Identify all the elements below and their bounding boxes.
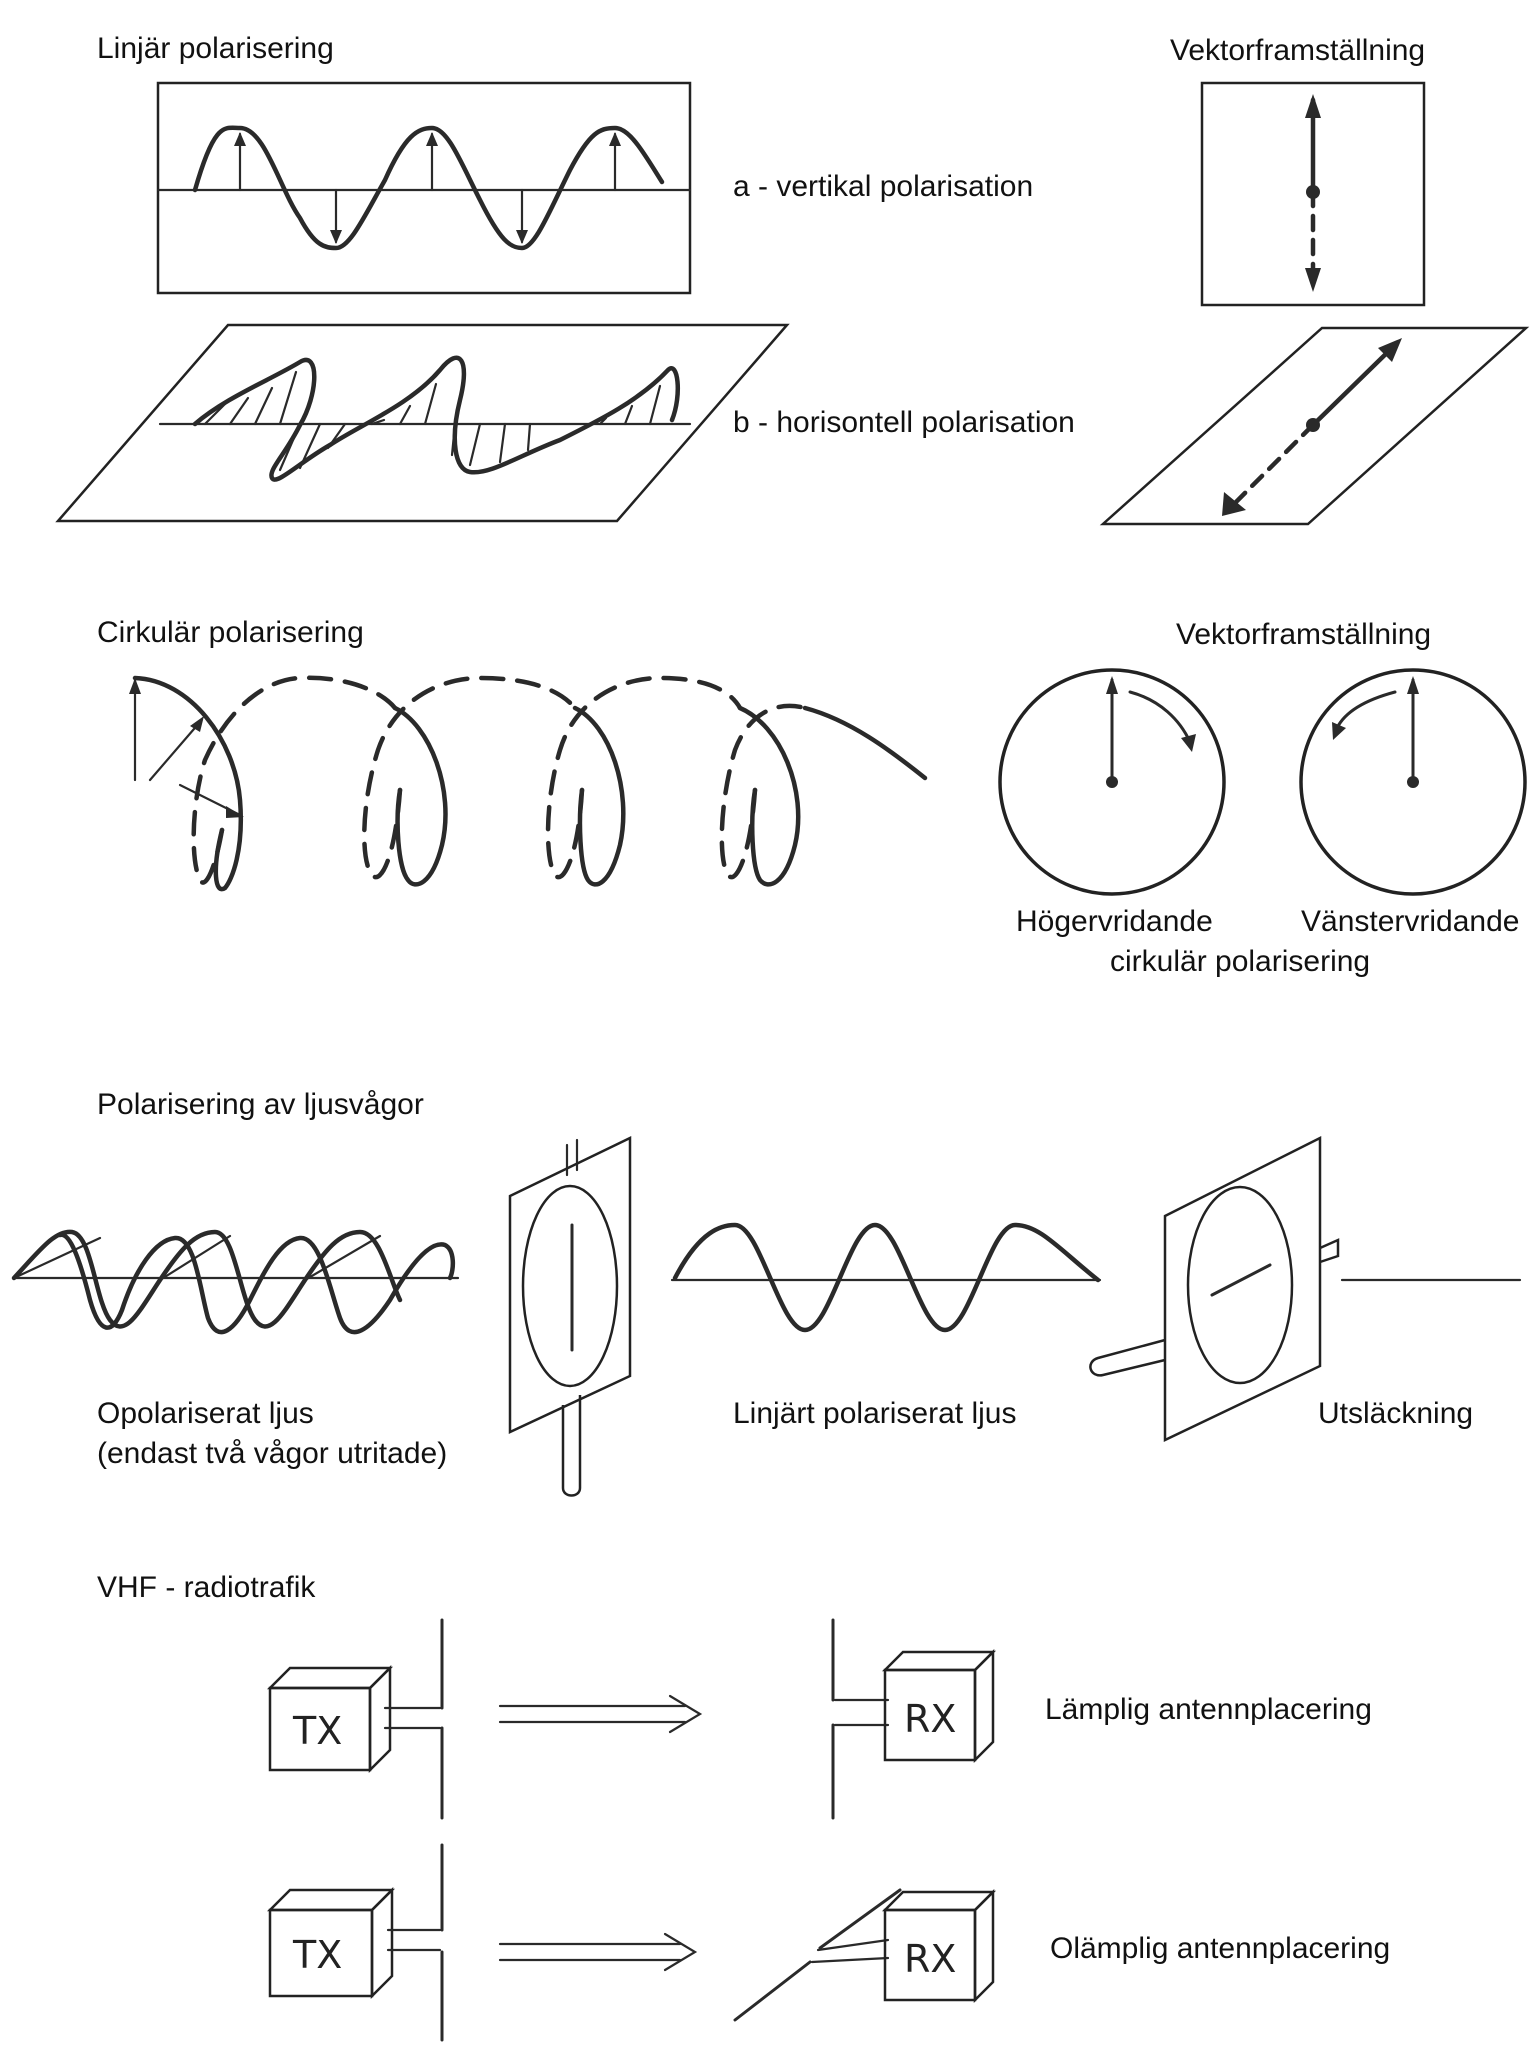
tx-label: TX [292,1709,342,1753]
horizontal-polarization-label: b - horisontell polarisation [733,406,1075,439]
vertical-vector-figure [1200,81,1426,307]
arrowhead-back-icon [1222,492,1246,516]
linear-polarized-light-figure [670,1222,1102,1333]
transmission-arrow-2 [498,1932,698,1972]
arrowhead-down-icon [1305,268,1321,292]
unpolarized-wave-1 [11,1229,403,1329]
right-hand-rotation-arrowhead-icon [1181,734,1196,752]
rx-antenna-tilted-bottom [733,1960,812,2022]
vhf-good-setup: TX RX [266,1618,997,1820]
rx-box-1: RX [881,1648,997,1764]
arrowhead-up-icon [1305,94,1321,118]
horizontal-polarization-figure [55,323,790,523]
horizontal-vector-forward [1310,342,1398,428]
helix-solid-segments [132,675,928,892]
vertical-frame [156,81,692,295]
vertical-field-arrows [234,132,621,244]
vertical-polarizer-plate [508,1136,632,1434]
left-hand-rotation-arrowhead-icon [1332,722,1346,740]
horizontal-hatching [203,370,662,472]
right-hand-circle [998,668,1226,896]
right-hand-label: Högervridande [1016,905,1213,938]
linear-vector-title: Vektorframställning [1170,34,1426,67]
left-hand-vector-figure [1299,668,1527,896]
circular-vector-title: Vektorframställning [1176,618,1432,651]
unpolarized-note: (endast två vågor utritade) [97,1437,448,1470]
helix-arrowhead-diagonal-icon [190,716,204,732]
vhf-title: VHF - radiotrafik [97,1571,316,1604]
left-hand-origin [1407,776,1419,788]
circular-helix-figure [129,675,928,892]
linearly-polarized-label: Linjärt polariserat ljus [733,1397,1017,1430]
horizontal-plane [55,323,790,523]
helix-dashed-segments [191,675,808,885]
vertical-vector-frame [1200,81,1426,307]
linear-light-wave [672,1222,1101,1333]
arrowhead-forward-icon [1378,338,1402,362]
rx-label-2: RX [904,1937,956,1981]
horizontal-wave [192,355,680,482]
vhf-bad-setup: TX RX [266,1843,997,2042]
helix-arrowhead-up-icon [129,678,141,694]
tx-label-2: TX [292,1933,342,1977]
circular-caption: cirkulär polarisering [1110,945,1371,978]
horizontal-polarizer-handle-back [1319,1238,1340,1264]
extinction-label: Utsläckning [1318,1397,1474,1430]
tx-box-2: TX [266,1886,396,2000]
vertical-wave [192,125,665,251]
right-hand-vector-figure [998,668,1226,896]
left-hand-circle [1299,668,1527,896]
transmission-arrow-1 [498,1694,703,1734]
horizontal-vector-plane [1099,326,1530,526]
horizontal-vector-back [1229,422,1316,509]
tx-box-1: TX [266,1664,394,1774]
light-polarization-title: Polarisering av ljusvågor [97,1088,424,1121]
unpolarized-label: Opolariserat ljus [97,1397,314,1430]
vertical-vector-origin [1306,185,1320,199]
suitable-placement-label: Lämplig antennplacering [1045,1693,1372,1726]
horizontal-vector-figure [1099,326,1530,526]
vertical-polarizer-handle [561,1395,582,1497]
right-hand-rotation-arrow [1128,690,1192,744]
horizontal-vector-origin [1306,418,1320,432]
helix-arrowhead-right-icon [226,806,244,818]
vertical-polarizer-figure [508,1136,632,1497]
circular-polarization-title: Cirkulär polarisering [97,616,364,649]
left-hand-rotation-arrow [1335,690,1397,730]
horizontal-polarizer-figure [1089,1135,1522,1442]
unsuitable-placement-label: Olämplig antennplacering [1050,1932,1391,1965]
vertical-polarization-label: a - vertikal polarisation [733,170,1034,203]
right-hand-origin [1106,776,1118,788]
rx-box-2: RX [881,1888,997,2004]
vertical-polarization-figure [156,81,692,295]
rx-label: RX [904,1697,956,1741]
horizontal-polarizer-lens [1186,1185,1294,1385]
helix-vector-diagonal [148,720,202,782]
vertical-polarizer-lens [521,1184,619,1388]
rx-antenna-tilted-top [818,1888,902,1950]
linear-polarization-title: Linjär polarisering [97,32,334,65]
horizontal-polarizer-handle [1089,1338,1166,1377]
horizontal-polarizer-slit [1210,1263,1272,1297]
horizontal-polarizer-plate [1163,1135,1322,1442]
left-hand-label: Vänstervridande [1301,905,1520,938]
unpolarized-wave-2 [57,1232,456,1335]
unpolarized-light-figure [11,1229,460,1335]
